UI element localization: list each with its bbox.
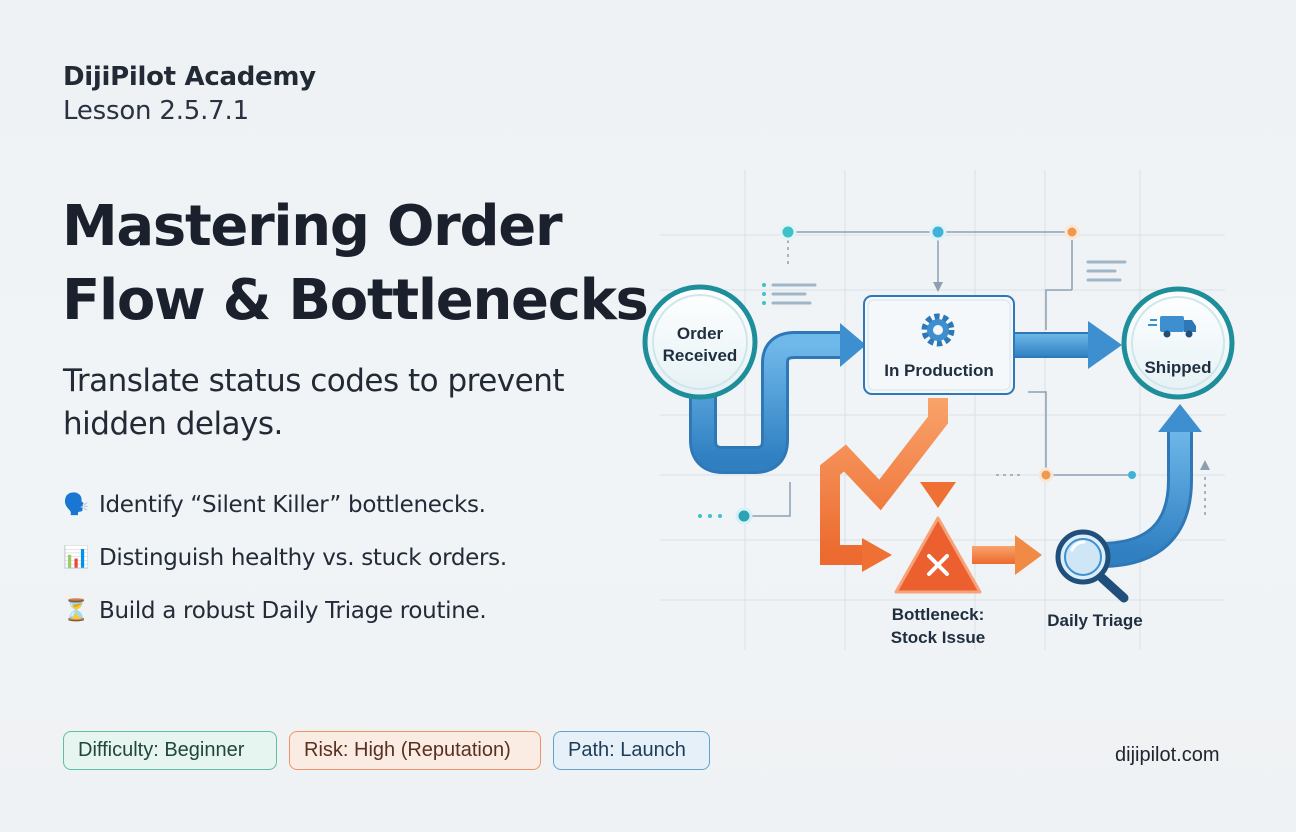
magnifier-icon — [1055, 529, 1129, 603]
node-label: Daily Triage — [1047, 611, 1142, 630]
site-url: dijipilot.com — [1115, 744, 1220, 766]
bullet-text: Identify “Silent Killer” bottlenecks. — [99, 491, 486, 518]
path-tag: Path: Launch — [553, 731, 710, 770]
bullet-item: ⏳ Build a robust Daily Triage routine. — [63, 584, 507, 637]
page-title: Mastering Order Flow & Bottlenecks — [62, 190, 649, 338]
title-line-1: Mastering Order — [62, 194, 563, 259]
node-label: Shipped — [1144, 358, 1211, 377]
subtitle: Translate status codes to prevent hidden… — [63, 360, 623, 446]
bar-chart-icon: 📊 — [63, 545, 89, 569]
node-label: Bottleneck: — [892, 605, 985, 624]
bottleneck-arrow-to-triage — [972, 546, 1018, 564]
node-label: Received — [663, 346, 738, 365]
subtitle-line-2: hidden delays. — [63, 406, 283, 442]
risk-tag: Risk: High (Reputation) — [289, 731, 541, 770]
lesson-number: Lesson 2.5.7.1 — [63, 96, 249, 126]
brand-header: DijiPilot Academy Lesson 2.5.7.1 — [63, 60, 316, 128]
node-label: In Production — [884, 361, 994, 380]
bullet-item: 🗣️ Identify “Silent Killer” bottlenecks. — [63, 478, 507, 531]
subtitle-line-1: Translate status codes to prevent — [63, 363, 565, 399]
node-order-received: Order Received — [642, 284, 758, 400]
connector-arrowhead — [1200, 460, 1210, 470]
bottleneck-arrow-zigzag — [820, 398, 948, 565]
arrowhead — [862, 538, 892, 572]
bullet-list: 🗣️ Identify “Silent Killer” bottlenecks.… — [63, 478, 507, 637]
node-in-production: In Production — [863, 295, 1015, 395]
hourglass-icon: ⏳ — [63, 598, 89, 622]
arrowhead — [1158, 404, 1202, 432]
title-line-2: Flow & Bottlenecks — [62, 268, 649, 333]
bullet-text: Build a robust Daily Triage routine. — [99, 597, 487, 624]
connector-dots — [698, 223, 1136, 525]
speaking-head-icon: 🗣️ — [63, 492, 89, 516]
node-shipped: Shipped — [1121, 286, 1235, 400]
decorative-dots — [762, 283, 766, 305]
bullet-item: 📊 Distinguish healthy vs. stuck orders. — [63, 531, 507, 584]
delivery-truck-icon — [1148, 316, 1196, 338]
arrowhead — [1015, 535, 1042, 575]
arrowhead — [1088, 321, 1122, 369]
arrowhead — [920, 482, 956, 508]
decorative-lines — [771, 260, 1127, 305]
flow-arrow-production-to-shipped — [1011, 332, 1093, 358]
brand-name: DijiPilot Academy — [63, 62, 316, 92]
connector-arrowhead — [933, 282, 943, 292]
gear-icon — [921, 313, 955, 347]
bullet-text: Distinguish healthy vs. stuck orders. — [99, 544, 507, 571]
arrowhead — [840, 323, 866, 367]
node-bottleneck: Bottleneck: Stock Issue — [891, 516, 986, 647]
node-label: Stock Issue — [891, 628, 986, 647]
difficulty-tag: Difficulty: Beginner — [63, 731, 277, 770]
node-label: Order — [677, 324, 724, 343]
node-daily-triage: Daily Triage — [1047, 529, 1143, 630]
x-warning-icon — [894, 516, 982, 594]
